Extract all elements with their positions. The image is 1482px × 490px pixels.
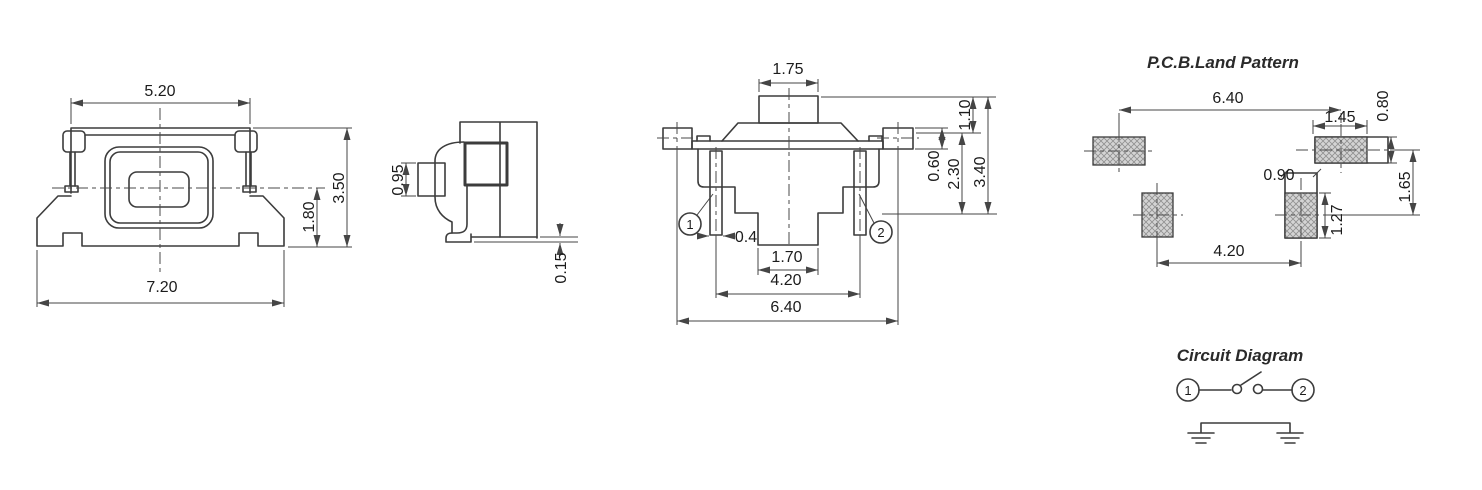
dim-top-width: 5.20 xyxy=(144,83,175,100)
switch-block xyxy=(463,141,509,187)
dim-tab-height: 0.60 xyxy=(926,150,943,181)
front-view-outline xyxy=(657,88,919,247)
dim-stem-height: 0.95 xyxy=(390,164,407,195)
centerlines xyxy=(52,108,325,272)
ground-symbols xyxy=(1187,422,1304,444)
dim-bottom-span: 4.20 xyxy=(1213,243,1244,260)
top-view-outline xyxy=(36,108,325,272)
circuit-pin-2-label: 2 xyxy=(1299,383,1306,398)
dim-pad-span: 6.40 xyxy=(1212,90,1243,107)
dim-total-height: 3.50 xyxy=(331,172,348,203)
stem-side xyxy=(417,162,446,197)
dim-outer-span: 6.40 xyxy=(770,299,801,316)
circuit-title: Circuit Diagram xyxy=(1177,346,1304,365)
top-view-dimensions: 5.20 7.20 1.80 3.50 xyxy=(36,83,352,307)
dim-pad2-height: 1.27 xyxy=(1329,204,1346,235)
dim-pad2-width: 0.90 xyxy=(1263,167,1294,184)
dim-overall-width: 7.20 xyxy=(146,279,177,296)
switch-lever xyxy=(1240,371,1262,386)
side-view-outline xyxy=(417,121,538,243)
pin-2-balloon xyxy=(869,220,893,244)
switch-contact xyxy=(1252,383,1264,395)
dim-body-height: 2.30 xyxy=(946,158,963,189)
actuator-button xyxy=(128,171,190,208)
pin-2-label: 2 xyxy=(877,225,884,240)
body-profile xyxy=(697,148,880,246)
dim-lead-span: 4.20 xyxy=(770,272,801,289)
bent-lead xyxy=(445,184,538,243)
pin-callouts: 1 2 xyxy=(678,193,893,244)
dome xyxy=(721,122,859,142)
side-view: 0.95 0.15 xyxy=(390,121,578,284)
dim-stem-protrusion: 1.10 xyxy=(957,99,974,130)
dim-lead-width: 0.4 xyxy=(735,229,757,246)
corner-tab xyxy=(234,130,258,153)
flange xyxy=(691,140,884,150)
pad-centerlines xyxy=(1084,124,1397,248)
front-view-dimensions: 0.4 1.75 1.10 0.60 2.30 3.40 1.70 4.20 6… xyxy=(676,61,997,325)
dim-row-pitch: 1.65 xyxy=(1397,171,1414,202)
circuit-diagram: Circuit Diagram 1 2 xyxy=(1176,346,1315,444)
dim-inner-span: 1.70 xyxy=(771,249,802,266)
switch-contact xyxy=(1231,383,1243,395)
side-view-dimensions: 0.95 0.15 xyxy=(390,162,578,284)
dim-stem-width: 1.75 xyxy=(772,61,803,78)
circuit-pin-1-label: 1 xyxy=(1184,383,1191,398)
dim-overall-height: 3.40 xyxy=(972,156,989,187)
dim-pad-width: 1.45 xyxy=(1324,109,1355,126)
front-view: 1 2 0.4 1.75 1.10 0.60 2.30 3.40 1.70 xyxy=(657,61,997,325)
top-view: 5.20 7.20 1.80 3.50 xyxy=(36,83,352,307)
pin-1-balloon xyxy=(678,212,702,236)
dim-lower-height: 1.80 xyxy=(301,201,318,232)
pcb-land-pattern: P.C.B.Land Pattern 6.40 1.45 0.80 1.65 0… xyxy=(1084,53,1420,267)
dim-pad-height: 0.80 xyxy=(1375,90,1392,121)
pin-1-label: 1 xyxy=(686,217,693,232)
pcb-title: P.C.B.Land Pattern xyxy=(1147,53,1299,72)
corner-tab xyxy=(62,130,86,153)
dim-standoff-height: 0.15 xyxy=(553,252,570,283)
pcb-dimensions: 6.40 1.45 0.80 1.65 0.90 1.27 4.20 xyxy=(1118,90,1420,267)
